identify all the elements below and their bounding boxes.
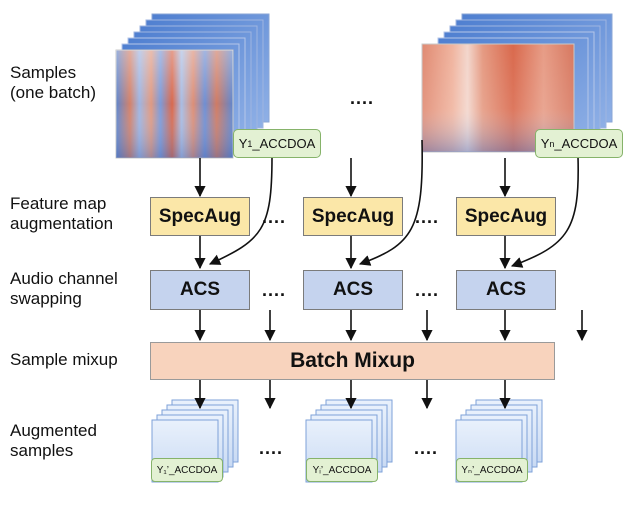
ellipsis-out-1: .... (259, 438, 284, 458)
arrow-labeli-to-acs (358, 139, 424, 266)
label-feature-line1: Feature map (10, 194, 107, 213)
output-label-first: Y₁’_ACCDOA (151, 458, 223, 482)
specaug-box-first: SpecAug (150, 197, 250, 236)
label-samples: Samples (one batch) (10, 63, 96, 103)
batch-mixup-box: Batch Mixup (150, 342, 555, 380)
acs-box-first: ACS (150, 270, 250, 310)
label-samples-line2: (one batch) (10, 83, 96, 102)
specaug-box-last: SpecAug (456, 197, 556, 236)
label-sample-mixup: Sample mixup (10, 350, 118, 370)
input-label-first-suffix: _ACCDOA (252, 136, 316, 151)
label-augmented-line2: samples (10, 441, 74, 460)
label-channel-swap: Audio channel swapping (10, 269, 118, 309)
acs-box-middle: ACS (303, 270, 403, 310)
label-mixup-text: Sample mixup (10, 350, 118, 369)
ellipsis-specaug-2: .... (415, 207, 440, 227)
ellipsis-specaug-1: .... (262, 207, 287, 227)
spectrogram-stack-last (421, 13, 613, 153)
label-augmented-line1: Augmented (10, 421, 97, 440)
input-label-last-prefix: Y (540, 136, 550, 151)
ellipsis-acs-1: .... (262, 280, 287, 300)
input-label-last-suffix: _ACCDOA (554, 136, 618, 151)
label-augmented: Augmented samples (10, 421, 97, 461)
label-feature-map: Feature map augmentation (10, 194, 113, 234)
arrow-label1-to-acs (208, 156, 273, 265)
label-feature-line2: augmentation (10, 214, 114, 233)
output-label-middle: Yᵢ’_ACCDOA (306, 458, 378, 482)
output-label-last: Yₙ’_ACCDOA (456, 458, 528, 482)
ellipsis-acs-2: .... (415, 280, 440, 300)
input-label-last-sub: n (549, 138, 555, 149)
arrow-labeln-to-acs (510, 156, 579, 268)
specaug-box-middle: SpecAug (303, 197, 403, 236)
ellipsis-out-2: .... (414, 438, 439, 458)
label-channel-line1: Audio channel (10, 269, 118, 288)
acs-box-last: ACS (456, 270, 556, 310)
ellipsis-samples: .... (350, 88, 375, 108)
label-samples-line1: Samples (10, 63, 77, 82)
label-channel-line2: swapping (10, 289, 82, 308)
input-label-first-prefix: Y (238, 136, 248, 151)
spectrogram-stack-first (115, 13, 270, 159)
input-label-first-sub: 1 (247, 138, 253, 149)
